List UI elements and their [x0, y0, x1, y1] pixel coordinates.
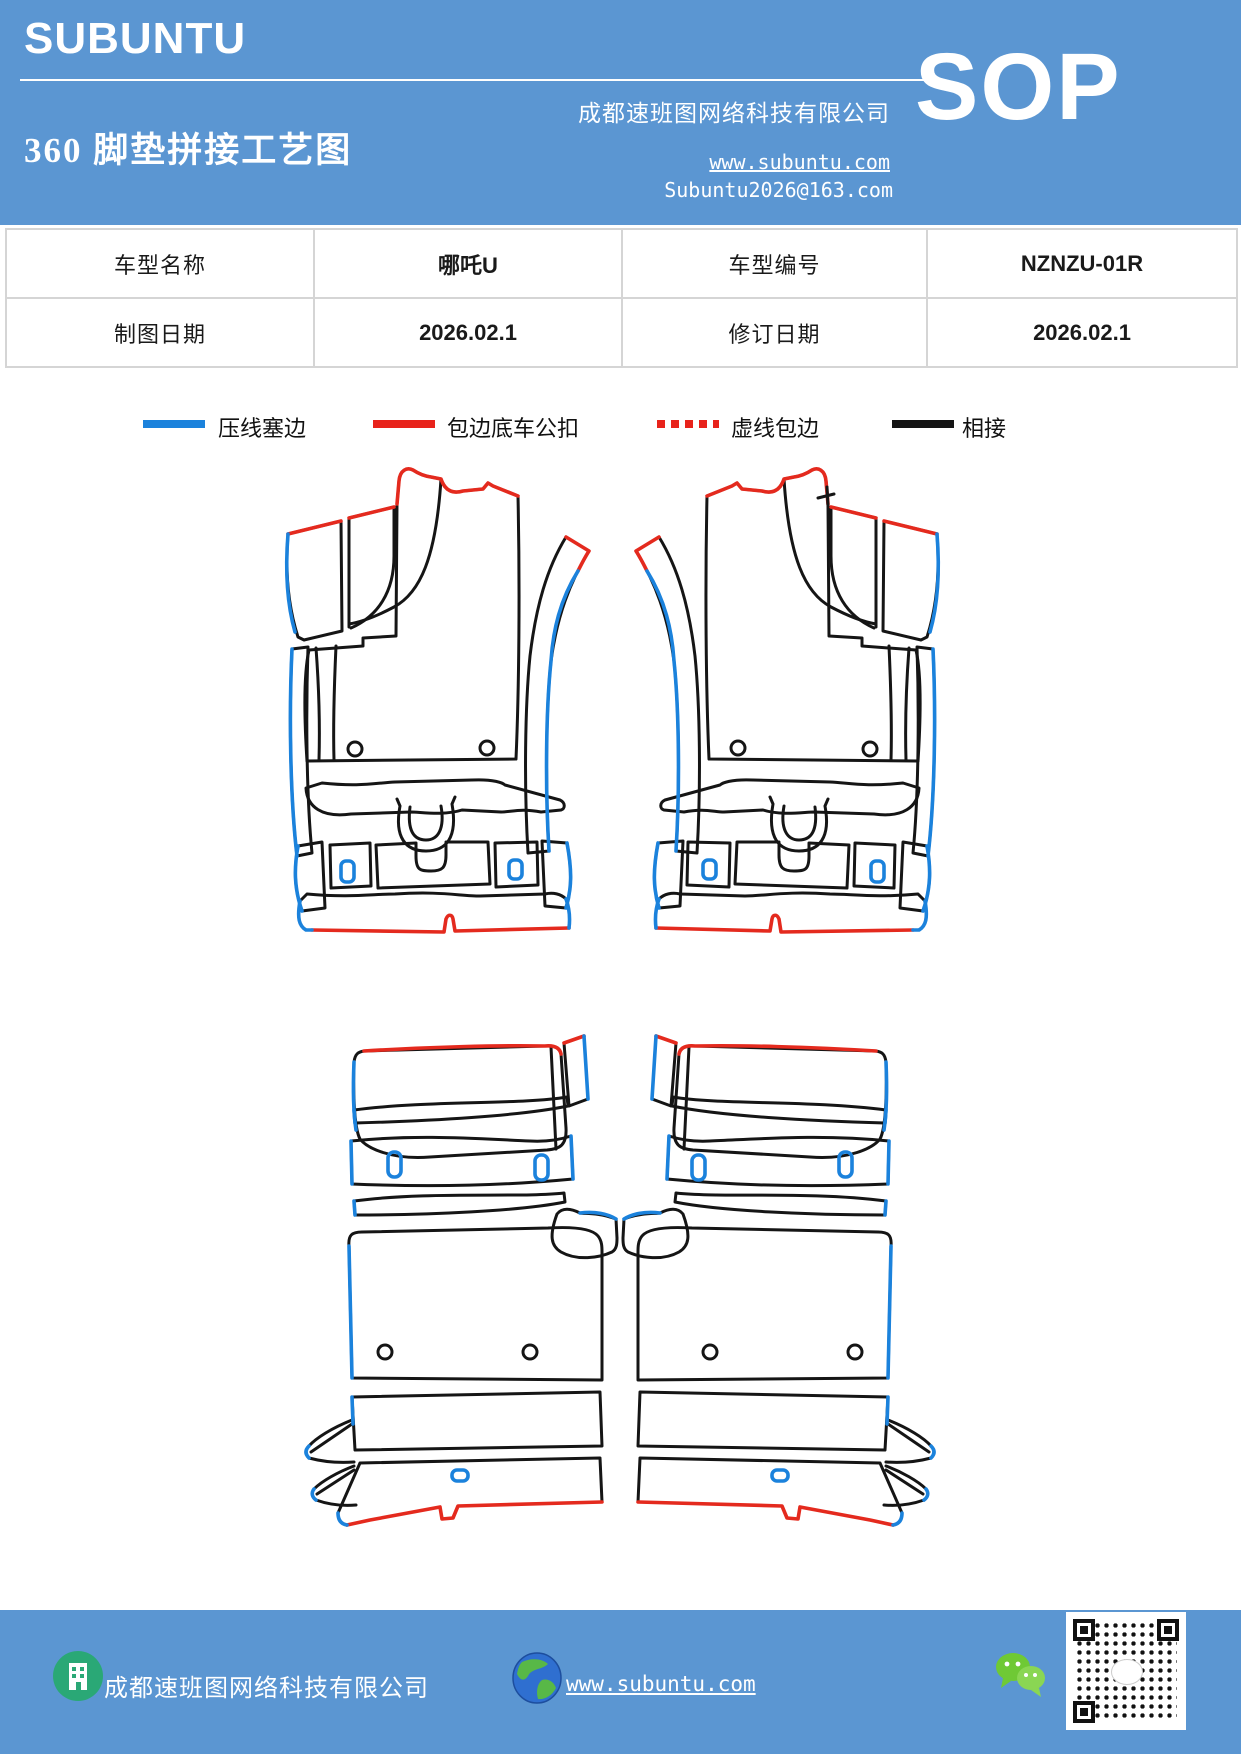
- legend-swatch-press-edge: [143, 420, 205, 428]
- legend-swatch-joint: [892, 420, 954, 428]
- header-website-link[interactable]: www.subuntu.com: [709, 150, 890, 174]
- legend-swatch-buckle: [373, 420, 435, 428]
- building-icon: [53, 1651, 103, 1701]
- line-type-legend: 压线塞边 包边底车公扣 虚线包边 相接: [0, 404, 1241, 441]
- brand-logo: SUBUNTU: [24, 14, 247, 63]
- header-band: SUBUNTU 360 脚垫拼接工艺图 成都速班图网络科技有限公司 www.su…: [0, 0, 1241, 225]
- model-code-value: NZNZU-01R: [927, 229, 1237, 298]
- rear-mat-right-half: [621, 1034, 936, 1527]
- header-email: Subuntu2026@163.com: [664, 178, 893, 202]
- globe-icon: [512, 1652, 562, 1704]
- footer-company-name: 成都速班图网络科技有限公司: [104, 1676, 429, 1702]
- qr-code: [1066, 1612, 1186, 1730]
- front-mat-right-set: [634, 467, 941, 934]
- header-divider: [20, 79, 935, 81]
- front-mat-left-set: [284, 467, 591, 934]
- wechat-icon: [996, 1653, 1045, 1697]
- draw-date-value: 2026.02.1: [314, 298, 622, 367]
- mat-splice-diagram: [284, 467, 941, 1527]
- legend-label-buckle: 包边底车公扣: [447, 416, 580, 441]
- header-company-name: 成都速班图网络科技有限公司: [578, 101, 890, 126]
- rear-mat-left-half: [304, 1034, 619, 1527]
- vehicle-info-table: 车型名称 哪吒U 车型编号 NZNZU-01R 制图日期 2026.02.1 修…: [5, 228, 1238, 368]
- legend-label-joint: 相接: [962, 416, 1007, 441]
- legend-label-dashed-wrap: 虚线包边: [731, 416, 820, 441]
- legend-label-press-edge: 压线塞边: [218, 416, 307, 441]
- page-title: 360 脚垫拼接工艺图: [24, 131, 353, 170]
- revise-date-label: 修订日期: [622, 298, 927, 367]
- model-name-label: 车型名称: [6, 229, 314, 298]
- revise-date-value: 2026.02.1: [927, 298, 1237, 367]
- footer-band: 成都速班图网络科技有限公司 www.subuntu.com: [0, 1610, 1241, 1754]
- footer-website-link[interactable]: www.subuntu.com: [566, 1672, 756, 1696]
- sop-badge: SOP: [915, 34, 1122, 140]
- legend-swatch-dashed-wrap: [657, 420, 719, 428]
- draw-date-label: 制图日期: [6, 298, 314, 367]
- model-name-value: 哪吒U: [314, 229, 622, 298]
- model-code-label: 车型编号: [622, 229, 927, 298]
